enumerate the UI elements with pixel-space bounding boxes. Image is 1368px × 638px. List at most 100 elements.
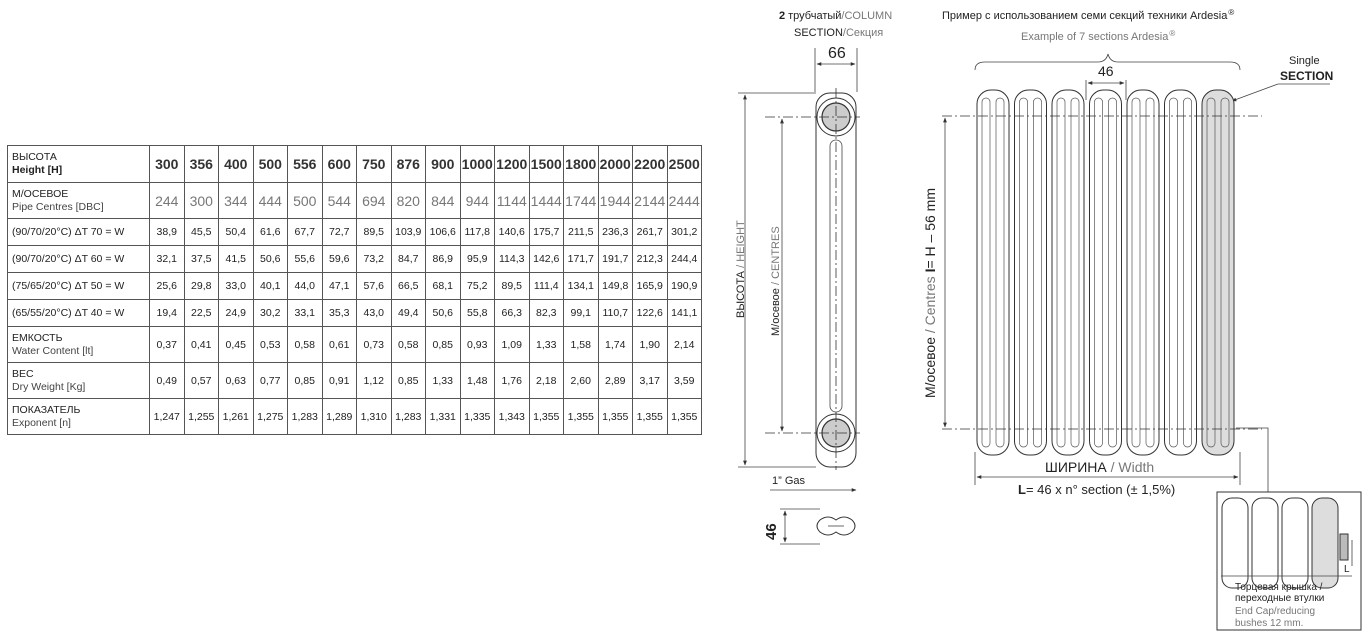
radiator-column	[976, 89, 1010, 456]
column-tube	[995, 97, 1005, 448]
radiator-column	[1201, 89, 1235, 456]
column-tube	[981, 97, 991, 448]
table-cell: 122,6	[632, 299, 668, 327]
table-cell: 400	[218, 145, 254, 183]
detail-column	[1221, 497, 1249, 589]
row-label: (65/55/20°C) ΔT 40 = W	[7, 299, 150, 327]
table-cell: 0,63	[218, 362, 254, 399]
table-cell: 944	[459, 182, 495, 219]
table-cell: 111,4	[528, 272, 564, 300]
table-cell: 165,9	[632, 272, 668, 300]
table-cell: 110,7	[597, 299, 633, 327]
end-cap-en-1: End Cap/reducing	[1235, 606, 1315, 617]
table-cell: 40,1	[252, 272, 288, 300]
end-cap-letter: L	[1344, 564, 1350, 575]
pitch-dimension: 46	[1098, 63, 1114, 79]
table-cell: 300	[149, 145, 185, 183]
table-cell: 1,283	[287, 398, 323, 435]
table-cell: 89,5	[494, 272, 530, 300]
table-cell: 106,6	[425, 218, 461, 246]
table-cell: 600	[321, 145, 357, 183]
detail-column	[1251, 497, 1279, 589]
table-cell: 344	[218, 182, 254, 219]
table-cell: 1,283	[390, 398, 426, 435]
column-tube	[1094, 97, 1103, 448]
width-label: ШИРИНА / Width	[1045, 459, 1154, 475]
table-cell: 1,261	[218, 398, 254, 435]
table-cell: 2500	[666, 145, 702, 183]
table-cell: 84,7	[390, 245, 426, 273]
table-cell: 191,7	[597, 245, 633, 273]
table-cell: 356	[183, 145, 219, 183]
table-cell: 261,7	[632, 218, 668, 246]
table-cell: 29,8	[183, 272, 219, 300]
table-cell: 0,85	[287, 362, 323, 399]
table-cell: 117,8	[459, 218, 495, 246]
table-cell: 1,48	[459, 362, 495, 399]
table-cell: 50,6	[252, 245, 288, 273]
table-cell: 211,5	[563, 218, 599, 246]
table-cell: 3,59	[666, 362, 702, 399]
column-tube	[1108, 97, 1117, 448]
end-cap-en-2: bushes 12 mm.	[1235, 618, 1303, 629]
table-cell: 1,355	[632, 398, 668, 435]
table-cell: 244,4	[666, 245, 702, 273]
front-view: Пример с использованием семи секций техн…	[922, 8, 1362, 631]
radiator-column	[1014, 89, 1047, 456]
table-cell: 190,9	[666, 272, 702, 300]
front-title-en: Example of 7 sections Ardesia®	[1021, 29, 1175, 43]
table-cell: 61,6	[252, 218, 288, 246]
table-cell: 66,3	[494, 299, 530, 327]
table-cell: 1,355	[666, 398, 702, 435]
table-cell: 1,255	[183, 398, 219, 435]
table-cell: 444	[252, 182, 288, 219]
section-label: SECTION	[1280, 69, 1333, 83]
column-tube	[1206, 97, 1216, 448]
table-cell: 1,74	[597, 326, 633, 363]
row-label: (90/70/20°C) ΔT 70 = W	[7, 218, 150, 246]
table-cell: 30,2	[252, 299, 288, 327]
front-centres-label: М/осевое / Centres I= H – 56 mm	[922, 188, 938, 398]
table-cell: 1000	[459, 145, 495, 183]
table-cell: 1144	[494, 182, 530, 219]
table-cell: 66,5	[390, 272, 426, 300]
table-cell: 57,6	[356, 272, 392, 300]
table-cell: 844	[425, 182, 461, 219]
front-title-ru: Пример с использованием семи секций техн…	[942, 8, 1234, 22]
column-tube	[1145, 97, 1155, 448]
column-tube	[1070, 97, 1080, 448]
table-cell: 45,5	[183, 218, 219, 246]
end-cap-icon	[1339, 533, 1349, 561]
table-cell: 72,7	[321, 218, 357, 246]
table-cell: 2200	[632, 145, 668, 183]
table-cell: 1,310	[356, 398, 392, 435]
end-cap-ru-1: Торцевая крышка /	[1235, 582, 1323, 593]
table-cell: 1,289	[321, 398, 357, 435]
table-cell: 820	[390, 182, 426, 219]
radiator-columns	[976, 89, 1235, 456]
length-formula: L= 46 x n° section (± 1,5%)	[1018, 482, 1175, 497]
table-cell: 2000	[597, 145, 633, 183]
table-cell: 73,2	[356, 245, 392, 273]
end-cap-ru-2: переходные втулки	[1235, 593, 1324, 604]
column-tube	[1033, 97, 1042, 448]
table-cell: 500	[287, 182, 323, 219]
table-cell: 41,5	[218, 245, 254, 273]
table-cell: 141,1	[666, 299, 702, 327]
table-cell: 2,60	[563, 362, 599, 399]
row-label: (90/70/20°C) ΔT 60 = W	[7, 245, 150, 273]
column-tube	[1183, 97, 1192, 448]
table-cell: 0,49	[149, 362, 185, 399]
table-cell: 49,4	[390, 299, 426, 327]
table-cell: 55,6	[287, 245, 323, 273]
